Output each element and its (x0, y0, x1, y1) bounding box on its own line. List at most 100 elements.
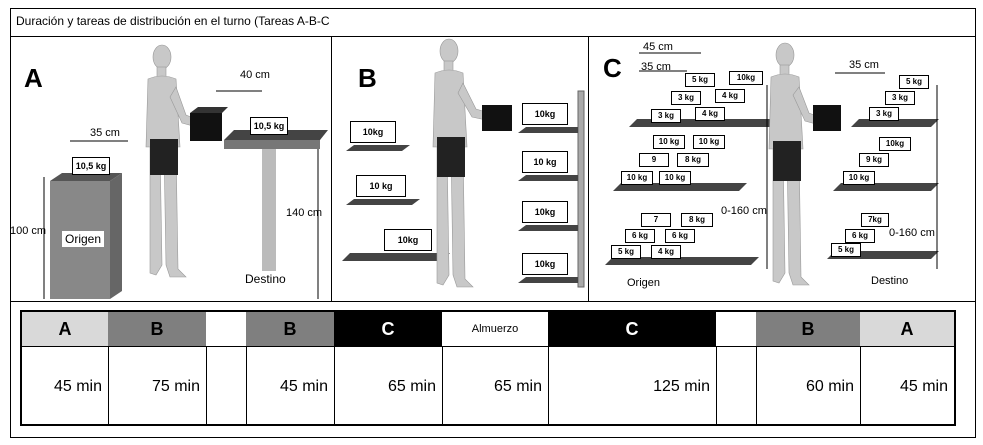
origin-label: Origen (627, 277, 661, 289)
panel-c-drawing (605, 42, 939, 286)
dimension-lines (43, 90, 319, 299)
origin-pedestal-top (50, 173, 122, 181)
left-shelves (342, 145, 450, 261)
left-box-2: 10 kg (356, 175, 406, 197)
person-shorts (437, 137, 465, 177)
c-right-box: 10 kg (843, 171, 875, 185)
panel-b: B 10kg 10 kg 10kg 10kg 10 kg 10kg 10kg (331, 37, 588, 301)
right-shelves (518, 127, 578, 283)
schedule-header-cell (206, 312, 246, 346)
schedule-duration-cell: 75 min (108, 346, 206, 426)
schedule-duration-cell: 45 min (860, 346, 954, 426)
person-figure (768, 42, 830, 286)
destination-label: Destino (242, 271, 289, 287)
schedule-header-cell: B (246, 312, 334, 346)
panel-c-letter: C (603, 53, 622, 83)
c-left-box: 10 kg (693, 135, 725, 149)
c-left-box: 3 kg (651, 109, 681, 123)
dimension-lines (639, 52, 938, 269)
c-left-box: 6 kg (625, 229, 655, 243)
carried-box (190, 113, 222, 141)
schedule-header-cell: A (860, 312, 954, 346)
right-box-4: 10kg (522, 253, 568, 275)
origin-pedestal-side (110, 173, 122, 299)
schedule-duration-cell: 125 min (548, 346, 716, 426)
panel-b-drawing (342, 38, 585, 288)
person-shorts (773, 141, 801, 181)
destination-label: Destino (871, 275, 909, 287)
c-right-box: 7kg (861, 213, 889, 227)
c-right-box: 5 kg (831, 243, 861, 257)
left-shelves (605, 119, 779, 265)
carried-box-top (190, 107, 228, 113)
carried-box (813, 105, 841, 131)
dim-35cm-left: 35 cm (641, 61, 671, 73)
c-left-box: 7 (641, 213, 671, 227)
panel-a-drawing (43, 44, 328, 299)
schedule-header-cell (716, 312, 756, 346)
dim-0-160cm-right: 0-160 cm (889, 227, 935, 239)
c-left-box: 5 kg (611, 245, 641, 259)
left-box-1: 10kg (350, 121, 396, 143)
c-left-box: 8 kg (677, 153, 709, 167)
panel-b-letter: B (358, 63, 377, 93)
schedule-header-cell: C (334, 312, 442, 346)
c-left-box: 3 kg (671, 91, 701, 105)
destination-table-leg (262, 149, 276, 287)
c-left-box: 4 kg (651, 245, 681, 259)
dim-40cm: 40 cm (240, 69, 270, 81)
schedule-duration-cell: 65 min (334, 346, 442, 426)
c-left-box: 4 kg (695, 107, 725, 121)
person-figure (145, 44, 207, 278)
title-divider (10, 36, 976, 37)
c-left-box: 10 kg (659, 171, 691, 185)
panel-a-letter: A (24, 63, 43, 93)
dim-100cm: 100 cm (10, 225, 47, 237)
schedule-header-cell: B (756, 312, 860, 346)
carried-box (482, 105, 512, 131)
left-box-3: 10kg (384, 229, 432, 251)
schedule-header-cell: B (108, 312, 206, 346)
c-left-box: 5 kg (685, 73, 715, 87)
origin-box: 10,5 kg (72, 157, 110, 175)
c-left-box: 8 kg (681, 213, 713, 227)
schedule-duration-cell (206, 346, 246, 426)
schedule-duration-cell: 45 min (246, 346, 334, 426)
c-left-box: 10kg (729, 71, 763, 85)
schedule-header-cell: A (22, 312, 108, 346)
c-left-box: 4 kg (715, 89, 745, 103)
c-right-box: 5 kg (899, 75, 929, 89)
right-shelves (827, 119, 939, 259)
schedule-duration-cell: 65 min (442, 346, 548, 426)
figure-frame (10, 8, 976, 438)
c-right-box: 9 kg (859, 153, 889, 167)
schedule-duration-cell: 60 min (756, 346, 860, 426)
dim-35cm: 35 cm (90, 127, 120, 139)
right-box-1: 10kg (522, 103, 568, 125)
right-box-3: 10kg (522, 201, 568, 223)
right-box-2: 10 kg (522, 151, 568, 173)
schedule-header-cell: C (548, 312, 716, 346)
c-right-box: 10kg (879, 137, 911, 151)
c-left-box: 10 kg (653, 135, 685, 149)
schedule-header-cell: Almuerzo (442, 312, 548, 346)
person-figure (432, 38, 503, 288)
c-right-box: 6 kg (845, 229, 875, 243)
c-left-box: 6 kg (665, 229, 695, 243)
dim-35cm-right: 35 cm (849, 59, 879, 71)
dim-0-160cm-left: 0-160 cm (721, 205, 767, 217)
person-shorts (150, 139, 178, 175)
dim-45cm: 45 cm (643, 41, 673, 53)
c-left-box: 9 (639, 153, 669, 167)
panel-a: A 40 cm 35 cm 100 cm 140 cm 10,5 kg 10,5… (10, 37, 331, 301)
schedule-duration-cell (716, 346, 756, 426)
right-rack (577, 90, 585, 288)
c-right-box: 3 kg (885, 91, 915, 105)
c-left-box: 10 kg (621, 171, 653, 185)
c-right-box: 3 kg (869, 107, 899, 121)
panel-c: C 45 cm 35 cm 35 cm 0-160 cm 0-160 cm 5 … (588, 37, 976, 301)
destination-box: 10,5 kg (250, 117, 288, 135)
dim-140cm: 140 cm (286, 207, 323, 219)
